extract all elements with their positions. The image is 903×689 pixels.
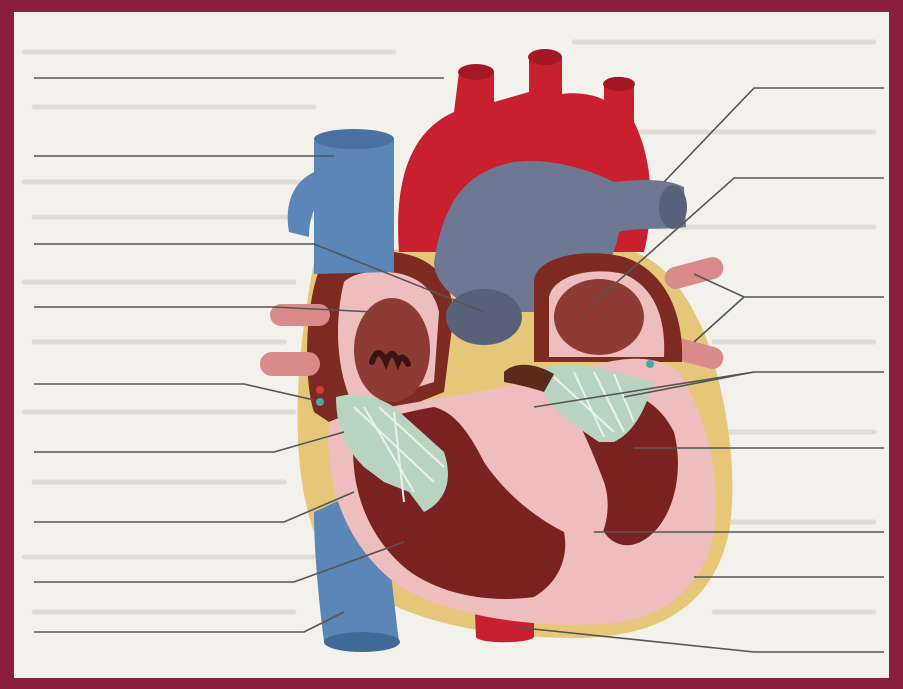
av-node-dot (646, 360, 654, 368)
sa-node-dot-2 (316, 398, 324, 406)
heart-diagram (14, 12, 889, 678)
aorta-branch-3-end (603, 77, 635, 91)
left-atrium-chamber (554, 279, 644, 355)
sa-node-dot-1 (316, 386, 324, 394)
worksheet-paper (14, 12, 889, 678)
pulmonary-artery-opening (659, 185, 687, 229)
pulmonary-valve-bulb (446, 289, 522, 345)
superior-vena-cava-opening (314, 129, 394, 149)
aorta-branch-1-end (458, 64, 494, 80)
inferior-vena-cava-end (324, 632, 400, 652)
superior-vena-cava (314, 133, 394, 274)
right-atrium-chamber (354, 298, 430, 402)
aorta-branch-2-end (528, 49, 562, 65)
